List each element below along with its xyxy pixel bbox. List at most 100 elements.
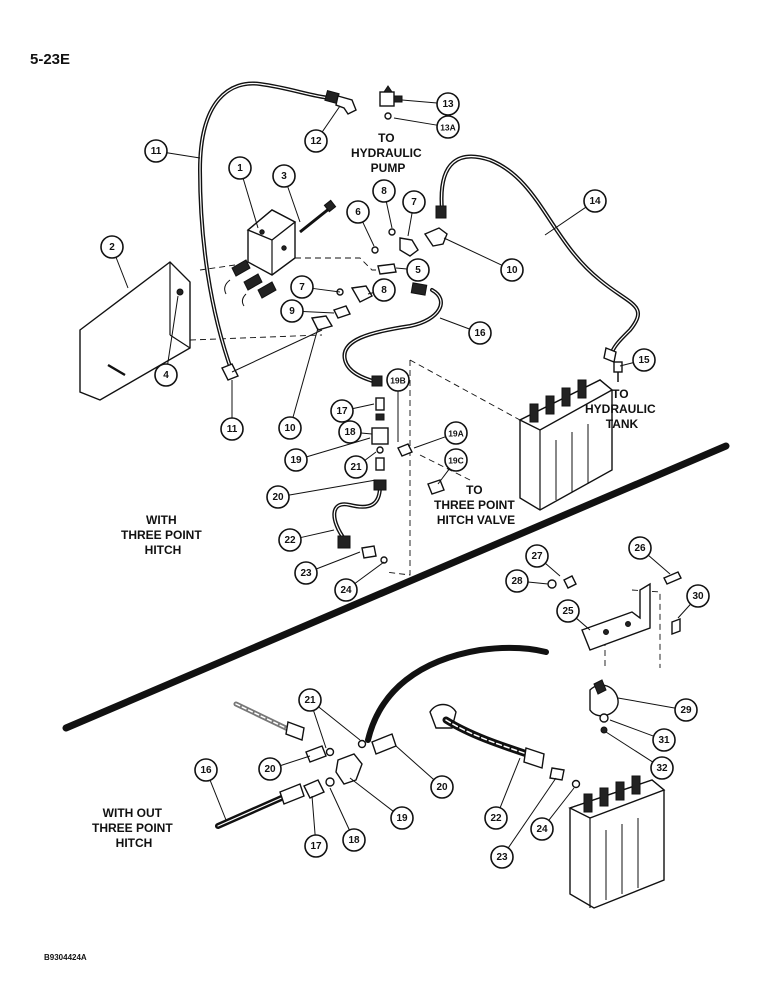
callout-leader	[302, 311, 335, 314]
callout-circle	[100, 235, 124, 259]
callout-circle	[334, 578, 358, 602]
callout-leader	[548, 787, 575, 821]
callout-label: 8	[381, 186, 387, 197]
callout-circle	[500, 258, 524, 282]
reference-line	[295, 257, 385, 271]
callout-circle	[284, 448, 308, 472]
callout-leader	[527, 581, 549, 585]
callout-label: 27	[531, 551, 543, 562]
callout-leader	[349, 777, 394, 812]
callout-circle	[686, 584, 710, 608]
tee-fitting-10	[423, 227, 448, 247]
callout-leader	[166, 152, 201, 159]
callout-leader	[300, 529, 335, 539]
callout-leader	[209, 780, 227, 821]
callout-leader	[677, 603, 691, 619]
callout-circle	[220, 417, 244, 441]
callout-leader	[312, 287, 341, 293]
callout-leader	[401, 99, 438, 104]
callout-label: 6	[355, 207, 361, 218]
callout-circle	[342, 828, 366, 852]
callout-c8a: 8	[372, 179, 396, 229]
callout-leader	[167, 295, 179, 365]
tee-fitting-10-lower	[310, 315, 334, 331]
adapter-5	[377, 263, 397, 275]
callout-c19B: 19B	[386, 368, 410, 442]
o-ring-18-lower	[325, 777, 335, 787]
callout-circle	[583, 189, 607, 213]
callout-label: 8	[381, 285, 387, 296]
callout-label: 10	[284, 423, 296, 434]
callout-label: 22	[284, 535, 296, 546]
callout-c9: 9	[280, 299, 335, 323]
callout-c29: 29	[617, 697, 698, 722]
callout-label: 19	[290, 455, 302, 466]
note-to-hydraulic-pump: TO HYDRAULIC PUMP	[351, 131, 425, 175]
callout-c2: 2	[100, 235, 129, 289]
callout-label: 10	[506, 265, 518, 276]
clamp-bracket	[547, 571, 682, 734]
callout-label: 17	[336, 406, 348, 417]
callout-circle	[258, 757, 282, 781]
callout-label: 18	[348, 835, 360, 846]
callout-label: 20	[272, 492, 284, 503]
fitting-20-lower-a	[305, 745, 327, 763]
callout-leader	[115, 257, 129, 289]
page-number: 5-23E	[30, 51, 70, 68]
control-valve-upper	[518, 379, 614, 511]
tee-19-lower	[335, 753, 363, 785]
callout-circle	[304, 129, 328, 153]
callout-c16a: 16	[439, 317, 492, 345]
callout-c17a: 17	[330, 399, 375, 423]
callout-leader	[360, 432, 373, 435]
reference-line	[189, 334, 323, 341]
callout-circle	[444, 448, 468, 472]
callout-label: 13	[442, 99, 454, 110]
callout-label: 19C	[448, 456, 464, 466]
callout-label: 9	[289, 306, 295, 317]
callout-c32: 32	[605, 731, 674, 780]
callout-c15: 15	[619, 348, 656, 372]
callout-c8b: 8	[367, 278, 396, 302]
o-ring-21-lower-a	[325, 747, 335, 757]
callout-leader	[292, 327, 319, 418]
callout-circle	[652, 728, 676, 752]
callout-circle	[484, 806, 508, 830]
callout-label: 5	[415, 265, 421, 276]
callout-circle	[402, 190, 426, 214]
note-to-hitch-valve: TO THREE POINT HITCH VALVE	[434, 483, 518, 527]
callout-label: 30	[692, 591, 704, 602]
callout-c25: 25	[556, 599, 591, 631]
callout-leader	[352, 403, 375, 410]
callout-label: 11	[151, 146, 162, 157]
callout-label: 21	[350, 462, 362, 473]
callout-circle	[468, 321, 492, 345]
callout-c10a: 10	[443, 237, 524, 282]
callout-label: 15	[638, 355, 650, 366]
callout-c4: 4	[154, 295, 179, 387]
elbow-fitting-8	[350, 285, 373, 303]
adapter-23	[361, 545, 377, 559]
callout-circle	[505, 569, 529, 593]
mounting-bracket	[79, 261, 191, 401]
fitting-17-lower	[303, 779, 325, 799]
callout-label: 16	[200, 765, 212, 776]
callout-leader	[647, 554, 671, 575]
callout-c19C: 19C	[437, 448, 468, 485]
note-with-hitch: WITH THREE POINT HITCH	[121, 513, 205, 557]
callout-leader	[619, 362, 634, 367]
o-ring-24-lower	[571, 779, 581, 789]
callout-c28: 28	[505, 569, 549, 593]
callout-label: 19	[396, 813, 408, 824]
callout-c20b: 20	[258, 755, 311, 781]
callout-circle	[280, 299, 304, 323]
hose-16-lower	[215, 783, 305, 829]
callout-leader	[575, 617, 591, 631]
callout-c17b: 17	[304, 795, 328, 858]
callout-leader	[316, 551, 361, 570]
callout-circle	[390, 806, 414, 830]
callout-c26: 26	[628, 536, 671, 575]
callout-leader	[288, 479, 377, 496]
callout-leader	[318, 706, 361, 741]
